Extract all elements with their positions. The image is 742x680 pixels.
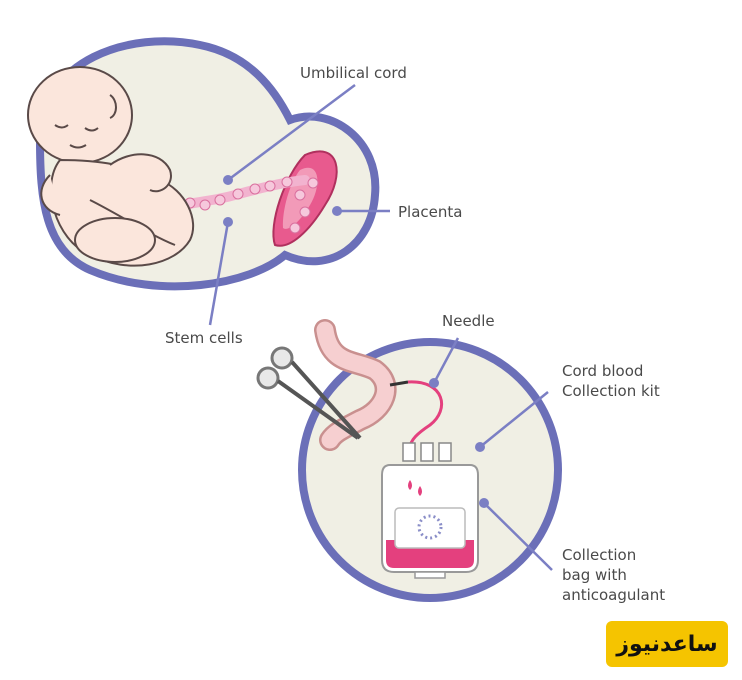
label-collection-bag-line3: anticoagulant bbox=[562, 586, 665, 604]
clamp-icon bbox=[256, 346, 362, 440]
collection-bag bbox=[381, 442, 479, 579]
label-stem-cells: Stem cells bbox=[165, 329, 243, 347]
fetus-illustration bbox=[27, 66, 195, 267]
label-collection-kit-line1: Cord blood bbox=[562, 362, 643, 380]
label-umbilical-cord: Umbilical cord bbox=[300, 64, 407, 82]
label-needle: Needle bbox=[442, 312, 495, 330]
stem-cells bbox=[169, 176, 319, 234]
label-collection-kit-line2: Collection kit bbox=[562, 382, 660, 400]
watermark-text: ساعدنیوز bbox=[616, 631, 718, 657]
leader-lines bbox=[208, 83, 553, 571]
label-collection-bag-line1: Collection bbox=[562, 546, 636, 564]
label-collection-bag-line2: bag with bbox=[562, 566, 627, 584]
watermark-logo: ساعدنیوز bbox=[606, 621, 728, 667]
label-placenta: Placenta bbox=[398, 203, 462, 221]
